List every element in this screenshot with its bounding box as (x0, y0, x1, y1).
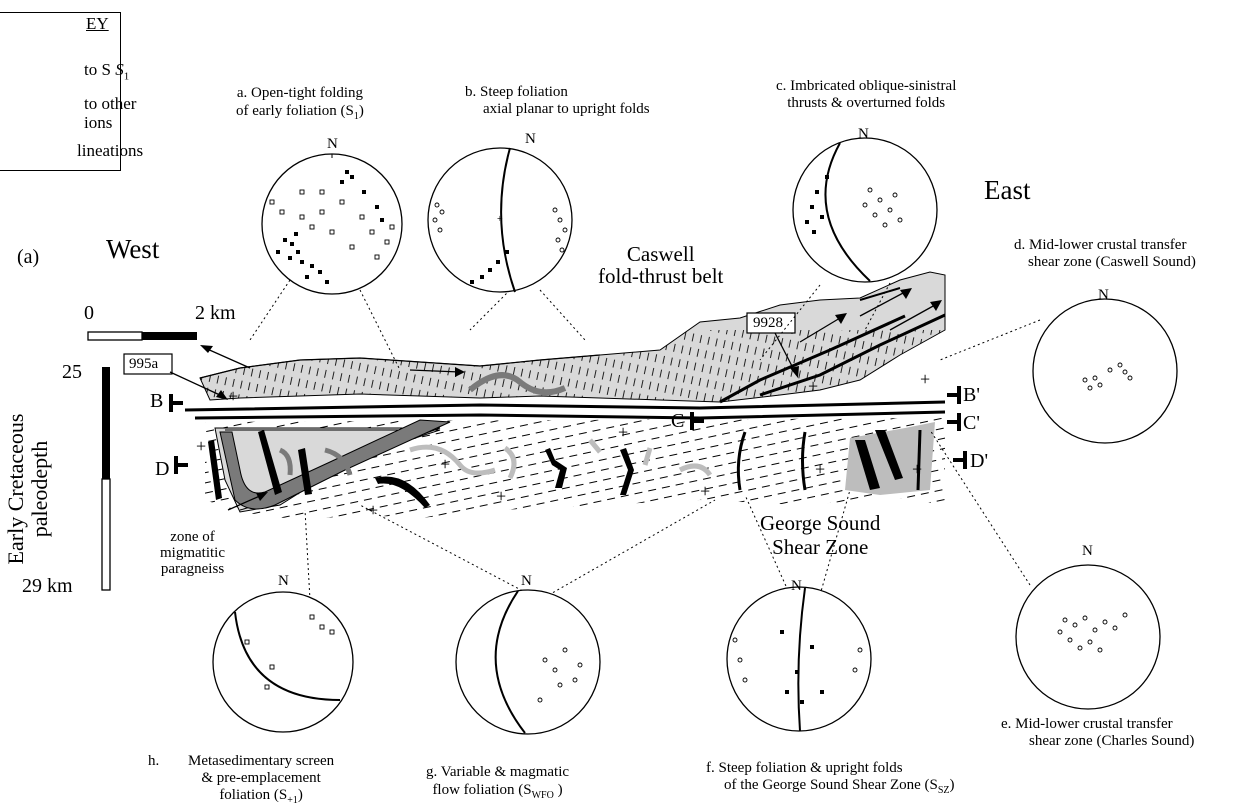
stereonet-d (1033, 299, 1177, 443)
stereonet-b: + (428, 148, 572, 292)
svg-text:+: + (700, 481, 710, 501)
caswell-belt: + + + (200, 272, 945, 406)
north-a: N (327, 136, 338, 152)
svg-text:+: + (912, 459, 922, 479)
west-label: West (106, 235, 159, 263)
north-h: N (278, 573, 289, 589)
caption-a: a. Open-tight folding of early foliation… (236, 84, 364, 126)
section-bp: B' (963, 384, 980, 406)
lower-crust: + + + + + + + + (196, 418, 945, 520)
north-c: N (858, 126, 869, 142)
svg-text:+: + (497, 214, 503, 225)
scale-zero: 0 (84, 302, 94, 324)
svg-text:+: + (920, 369, 930, 389)
caption-h: Metasedimentary screen& pre-emplacement … (188, 753, 334, 809)
svg-text:+: + (196, 436, 206, 456)
north-b: N (525, 131, 536, 147)
north-e: N (1082, 543, 1093, 559)
stereonet-h (213, 592, 353, 732)
section-d: D (155, 458, 169, 480)
depth-bar (102, 367, 110, 590)
north-f: N (791, 578, 802, 594)
svg-text:+: + (496, 486, 506, 506)
depth-top: 25 (62, 361, 82, 383)
stereonet-f (727, 587, 871, 731)
stereonet-c (793, 138, 937, 282)
north-g: N (521, 573, 532, 589)
caption-g: g. Variable & magmatic flow foliation (S… (426, 763, 569, 805)
detachment-lines (185, 402, 945, 418)
svg-text:+: + (440, 454, 450, 474)
stereonet-e (1016, 565, 1160, 709)
section-b: B (150, 390, 163, 412)
stereonet-a (262, 154, 402, 294)
sample-9928: 9928 (753, 315, 783, 331)
sample-995a: 995a (129, 356, 158, 372)
caption-h-letter: h. (148, 753, 159, 769)
svg-text:+: + (808, 376, 818, 396)
section-dp: D' (970, 450, 988, 472)
section-cp: C' (963, 412, 980, 434)
east-label: East (984, 176, 1031, 204)
north-d: N (1098, 287, 1109, 303)
caption-f: f. Steep foliation & upright folds of th… (706, 760, 955, 799)
section-c: C (671, 410, 684, 432)
svg-text:+: + (618, 422, 628, 442)
stereonet-g (456, 590, 600, 734)
scale-bar (88, 332, 197, 340)
panel-label: (a) (17, 246, 39, 268)
svg-text:+: + (228, 386, 238, 406)
svg-text:+: + (368, 500, 378, 520)
scale-max: 2 km (195, 302, 236, 324)
svg-text:+: + (815, 459, 825, 479)
